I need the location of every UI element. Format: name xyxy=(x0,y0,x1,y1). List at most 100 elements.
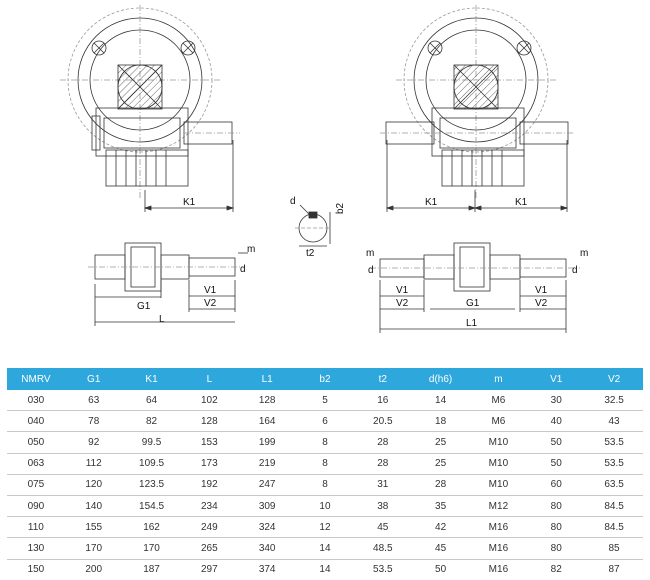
table-cell: 123.5 xyxy=(122,474,181,496)
table-cell: 102 xyxy=(180,390,239,412)
table-cell: 28 xyxy=(353,431,412,454)
table-cell: 5 xyxy=(296,390,354,412)
technical-drawings: K1 K1 K1 d b2 t2 xyxy=(60,5,588,333)
table-cell: 84.5 xyxy=(585,516,643,539)
table-cell: M10 xyxy=(469,474,528,496)
dim-label-l: L xyxy=(159,314,165,325)
table-cell: M6 xyxy=(469,410,528,433)
table-cell: 60 xyxy=(527,474,586,496)
table-cell: 162 xyxy=(122,516,181,539)
shaft-cross-section xyxy=(295,204,331,247)
dim-label-g1-right: G1 xyxy=(466,298,480,309)
table-cell: M16 xyxy=(469,516,528,539)
table-cell: 63.5 xyxy=(585,474,643,496)
table-cell: 130 xyxy=(7,537,65,560)
table-cell: 28 xyxy=(353,453,412,475)
table-cell: 8 xyxy=(296,431,354,454)
table-cell: 309 xyxy=(238,495,297,518)
col-header-l1: L1 xyxy=(238,368,297,390)
dim-label-v2-right-b: V2 xyxy=(535,298,548,309)
table-cell: 43 xyxy=(585,410,643,433)
table-cell: 53.5 xyxy=(373,564,393,576)
col-header-nmrv: NMRV xyxy=(7,368,65,390)
table-cell: 64 xyxy=(122,390,181,412)
table-cell: 14 xyxy=(411,390,470,412)
table-cell: 84.5 xyxy=(585,495,643,518)
col-header-k1: K1 xyxy=(122,368,181,390)
table-cell: 78 xyxy=(64,410,123,433)
table-cell: 153 xyxy=(180,431,239,454)
table-cell: 50 xyxy=(527,431,586,454)
table-cell: 85 xyxy=(585,537,643,560)
dim-label-v1-right-b: V1 xyxy=(535,285,548,296)
table-cell: 140 xyxy=(64,495,123,518)
table-cell: 14 xyxy=(319,564,331,576)
table-cell: 40 xyxy=(527,410,586,433)
table-cell: 82 xyxy=(550,564,562,576)
table-cell: 53.5 xyxy=(585,431,643,454)
table-cell: 25 xyxy=(411,453,470,475)
col-header-v1: V1 xyxy=(527,368,586,390)
table-cell: 99.5 xyxy=(122,431,181,454)
table-cell: 87 xyxy=(608,564,620,576)
col-header-g1: G1 xyxy=(64,368,123,390)
table-cell: 150 xyxy=(27,564,45,576)
table-cell: M16 xyxy=(488,564,509,576)
dim-label-d-right-b: d xyxy=(572,265,578,276)
table-cell: 82 xyxy=(122,410,181,433)
table-cell: 110 xyxy=(7,516,65,539)
table-cell: 30 xyxy=(527,390,586,412)
table-cell: 324 xyxy=(238,516,297,539)
dim-label-k1-left: K1 xyxy=(183,197,196,208)
table-cell: 040 xyxy=(7,410,65,433)
dim-label-g1-left: G1 xyxy=(137,301,151,312)
table-cell: 50 xyxy=(435,564,447,576)
table-cell: 25 xyxy=(411,431,470,454)
table-cell: 20.5 xyxy=(353,410,412,433)
table-cell: 80 xyxy=(527,516,586,539)
table-cell: 35 xyxy=(411,495,470,518)
table-cell: 170 xyxy=(122,537,181,560)
dim-label-m-left: m xyxy=(247,244,255,255)
table-cell: 38 xyxy=(353,495,412,518)
table-cell: 155 xyxy=(64,516,123,539)
col-header-d: d(h6) xyxy=(411,368,470,390)
table-cell: 16 xyxy=(353,390,412,412)
table-cell: 28 xyxy=(411,474,470,496)
table-cell: 53.5 xyxy=(585,453,643,475)
dim-label-m-right-b: m xyxy=(580,248,588,259)
table-cell: 32.5 xyxy=(585,390,643,412)
table-cell: 31 xyxy=(353,474,412,496)
table-cell: 42 xyxy=(411,516,470,539)
dim-label-k1-right-a: K1 xyxy=(425,197,438,208)
table-cell: 090 xyxy=(7,495,65,518)
table-cell: 63 xyxy=(64,390,123,412)
col-header-b2: b2 xyxy=(296,368,354,390)
shaft-side-view-single xyxy=(88,242,248,326)
table-cell: M6 xyxy=(469,390,528,412)
table-cell: 030 xyxy=(7,390,65,412)
table-cell: 173 xyxy=(180,453,239,475)
dim-label-b2: b2 xyxy=(335,202,346,214)
col-header-l: L xyxy=(180,368,239,390)
table-cell: 14 xyxy=(296,537,354,560)
table-cell: 200 xyxy=(85,564,103,576)
table-cell: 234 xyxy=(180,495,239,518)
table-cell: M16 xyxy=(469,537,528,560)
table-cell: 50 xyxy=(527,453,586,475)
dim-label-d-right-a: d xyxy=(368,265,374,276)
table-cell: 18 xyxy=(411,410,470,433)
dim-label-d-section: d xyxy=(290,196,296,207)
table-cell: 297 xyxy=(201,564,218,576)
dim-label-m-right-a: m xyxy=(366,248,374,259)
table-cell: M10 xyxy=(469,431,528,454)
table-cell: 199 xyxy=(238,431,297,454)
table-cell: 80 xyxy=(527,495,586,518)
